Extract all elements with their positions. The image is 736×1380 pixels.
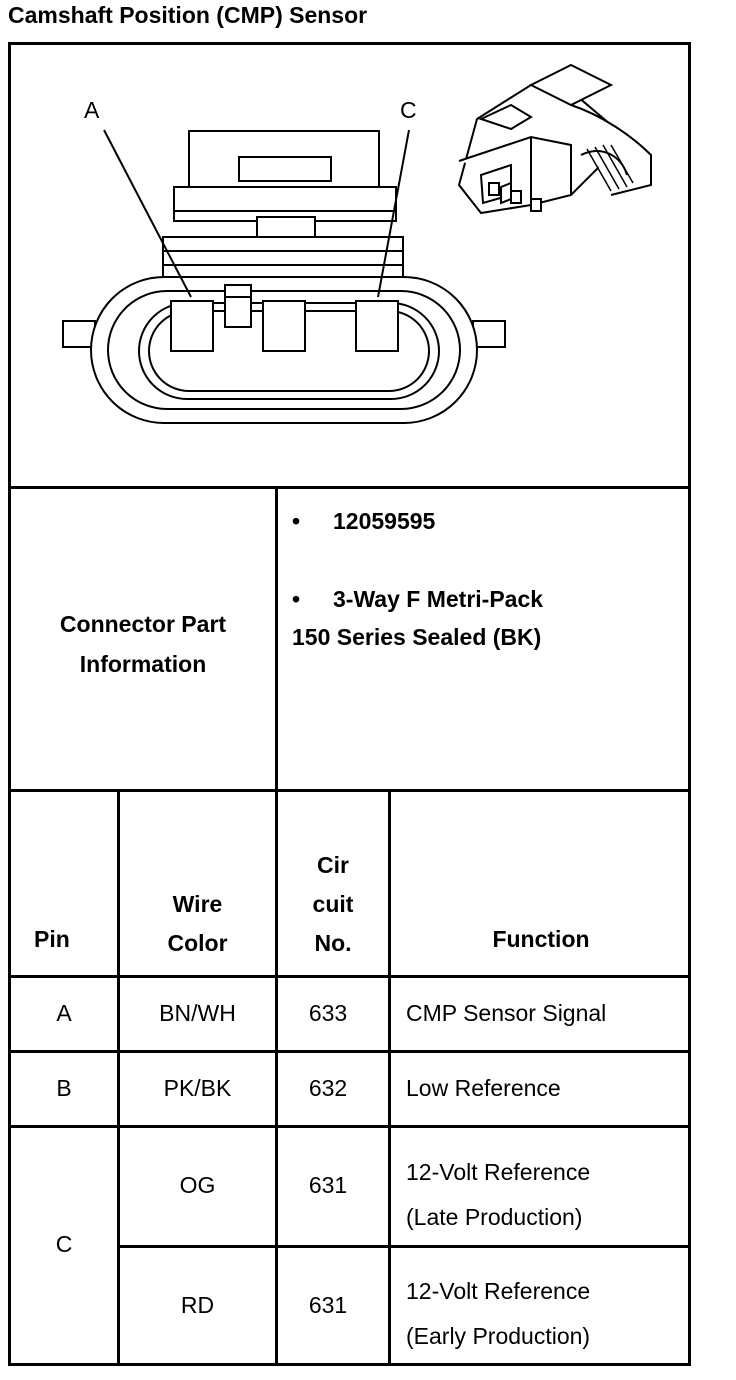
- row-c-rd-function-line2: (Early Production): [406, 1323, 591, 1349]
- row-c-pin: C: [55, 1231, 73, 1257]
- divider: [8, 975, 691, 978]
- divider: [275, 486, 278, 792]
- connector-heading-line1: Connector Part: [59, 611, 227, 637]
- connector-diagram: [62, 63, 652, 424]
- pin-a-callout: A: [84, 97, 100, 123]
- row-a-function: CMP Sensor Signal: [406, 1000, 607, 1026]
- header-pin: Pin: [34, 926, 70, 952]
- divider: [8, 789, 691, 792]
- divider: [8, 486, 691, 489]
- pin-c-callout: C: [400, 97, 417, 123]
- connector-3d-view: [457, 63, 652, 215]
- divider: [8, 1050, 691, 1053]
- row-a-circuit: 633: [308, 1000, 348, 1026]
- divider: [8, 1125, 691, 1128]
- row-c-rd-function: 12-Volt Reference (Early Production): [406, 1269, 590, 1359]
- header-circuit-line1: Cir: [317, 852, 349, 878]
- part-number: 12059595: [333, 508, 436, 534]
- bullet: •: [292, 586, 301, 612]
- divider: [118, 1245, 691, 1248]
- row-c-og-function: 12-Volt Reference (Late Production): [406, 1150, 590, 1240]
- row-c-rd-function-line1: 12-Volt Reference: [406, 1278, 591, 1304]
- row-c-rd-wire: RD: [180, 1292, 215, 1318]
- row-a-wire: BN/WH: [159, 1000, 236, 1026]
- connector-heading: Connector Part Information: [11, 604, 275, 684]
- row-b-wire: PK/BK: [163, 1075, 232, 1101]
- row-b-function: Low Reference: [406, 1075, 561, 1101]
- connector-heading-line2: Information: [79, 651, 207, 677]
- row-c-rd-circuit: 631: [308, 1292, 348, 1318]
- page-title: Camshaft Position (CMP) Sensor: [8, 2, 368, 28]
- row-c-og-wire: OG: [179, 1172, 216, 1198]
- document-frame: [8, 42, 691, 1366]
- connector-desc-line2: 150 Series Sealed (BK): [292, 624, 542, 650]
- divider: [117, 789, 120, 1366]
- row-c-og-circuit: 631: [308, 1172, 348, 1198]
- header-wire-line2: Color: [167, 930, 228, 956]
- row-b-circuit: 632: [308, 1075, 348, 1101]
- row-a-pin: A: [56, 1000, 72, 1026]
- header-circuit-line3: No.: [314, 930, 352, 956]
- divider: [388, 789, 391, 1366]
- header-function: Function: [492, 926, 590, 952]
- header-circuit-no: Cir cuit No.: [278, 846, 388, 963]
- connector-desc-line1: 3-Way F Metri-Pack: [333, 586, 544, 612]
- header-wire-line1: Wire: [172, 891, 223, 917]
- divider: [275, 789, 278, 1366]
- row-b-pin: B: [56, 1075, 72, 1101]
- row-c-og-function-line2: (Late Production): [406, 1204, 583, 1230]
- header-wire-color: Wire Color: [120, 885, 275, 963]
- row-c-og-function-line1: 12-Volt Reference: [406, 1159, 591, 1185]
- header-circuit-line2: cuit: [312, 891, 354, 917]
- bullet: •: [292, 508, 301, 534]
